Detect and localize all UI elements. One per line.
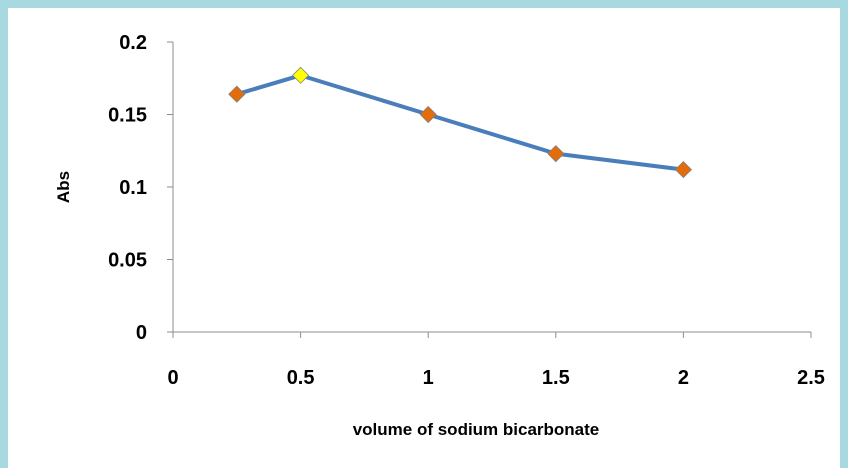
x-tick-label: 2.5 — [797, 367, 825, 389]
x-ticks: 0 0.5 1 1.5 2 2.5 — [167, 332, 825, 389]
x-tick-label: 2 — [678, 367, 689, 389]
x-tick-label: 0.5 — [287, 367, 315, 389]
y-axis-title: Abs — [54, 171, 73, 203]
data-point-marker — [547, 145, 565, 163]
y-tick-label: 0.1 — [119, 177, 147, 199]
y-tick-label: 0.05 — [108, 250, 147, 272]
x-tick-label: 1.5 — [542, 367, 570, 389]
x-tick-label: 0 — [167, 367, 178, 389]
y-tick-label: 0 — [136, 322, 147, 344]
y-tick-label: 0.15 — [108, 105, 147, 127]
x-tick-label: 1 — [423, 367, 434, 389]
data-point-marker — [419, 105, 437, 124]
series-line — [234, 73, 686, 172]
y-tick-label: 0.2 — [119, 32, 147, 54]
data-series — [228, 66, 692, 179]
y-ticks: 0 0.05 0.1 0.15 0.2 — [108, 32, 173, 344]
data-point-marker — [228, 85, 246, 103]
data-point-marker — [674, 161, 692, 179]
data-point-marker — [292, 66, 310, 84]
x-axis-title: volume of sodium bicarbonate — [353, 420, 600, 439]
